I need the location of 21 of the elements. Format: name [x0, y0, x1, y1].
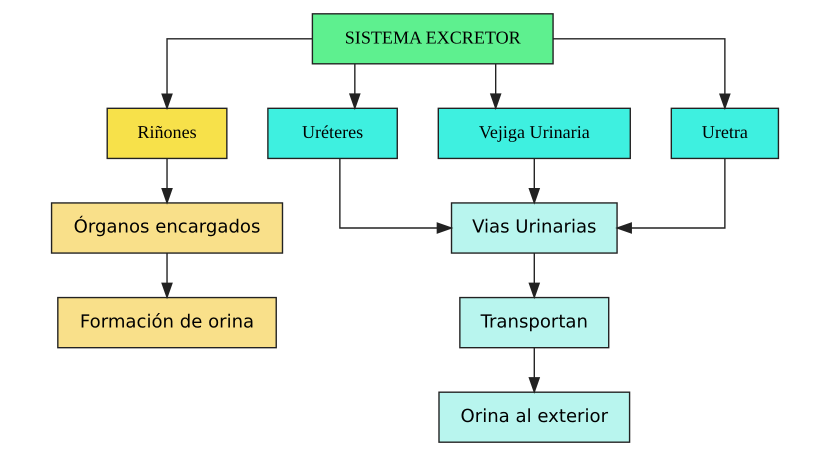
node-box: SISTEMA EXCRETOR — [311, 13, 554, 65]
arrow — [528, 253, 540, 300]
node-box: Vejiga Urinaria — [437, 108, 630, 160]
arrow — [160, 38, 312, 110]
node-box: Uretra — [670, 108, 779, 160]
node-box: Transportan — [458, 296, 609, 348]
arrow — [528, 348, 540, 394]
arrow — [338, 158, 453, 234]
arrow — [528, 158, 540, 205]
arrow — [348, 64, 360, 110]
node-box: Órganos encargados — [50, 202, 283, 254]
node-box: Orina al exterior — [438, 391, 630, 443]
node-box: Vias Urinarias — [450, 202, 618, 254]
node-box: Formación de orina — [56, 296, 276, 348]
arrow — [614, 158, 726, 234]
arrow — [160, 158, 172, 205]
arrow — [489, 64, 502, 110]
node-box: Riñones — [106, 108, 228, 160]
node-box: Uréteres — [266, 108, 398, 160]
arrow — [552, 38, 730, 110]
arrow — [160, 253, 172, 300]
